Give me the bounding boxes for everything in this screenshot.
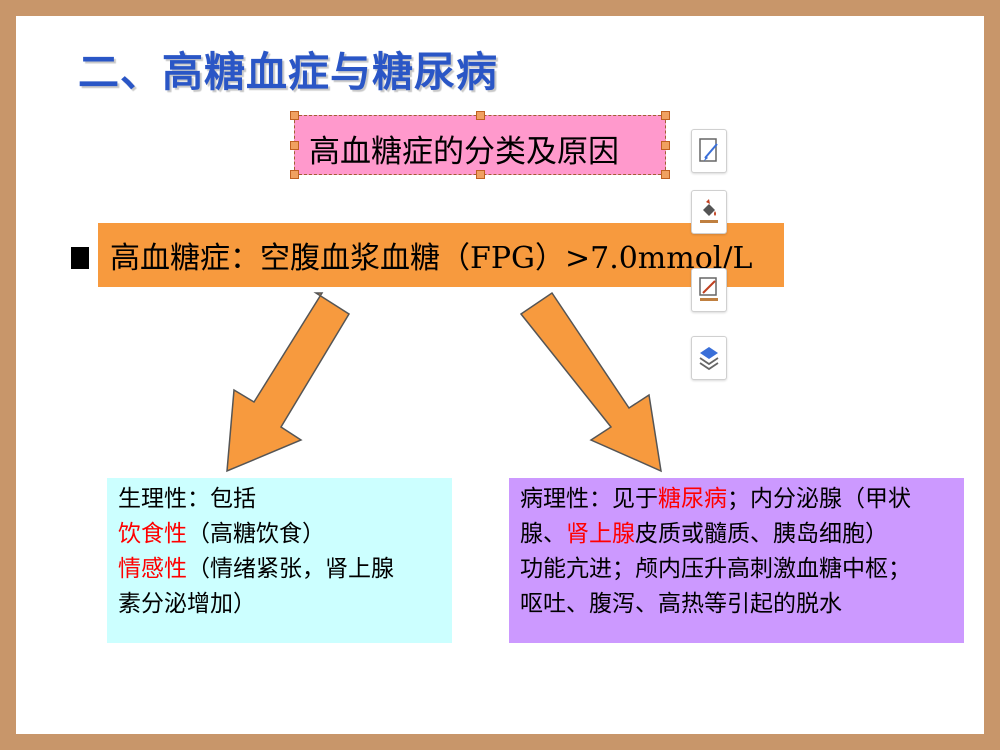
right-line-4: 呕吐、腹泻、高热等引起的脱水 bbox=[520, 591, 842, 617]
pathological-cause-box[interactable]: 病理性：见于糖尿病；内分泌腺（甲状 腺、肾上腺皮质或髓质、胰岛细胞） 功能亢进；… bbox=[509, 478, 964, 643]
resize-handle-right[interactable] bbox=[661, 141, 670, 150]
edit-text-button[interactable] bbox=[691, 129, 727, 173]
dietary-highlight: 饮食性 bbox=[118, 521, 187, 547]
outline-color-button[interactable] bbox=[691, 268, 727, 312]
slide: 二、高糖血症与糖尿病 高血糖症的分类及原因 高血糖症：空腹血浆血糖（FPG）>7… bbox=[16, 16, 984, 734]
outline-color-icon bbox=[699, 277, 718, 301]
emotional-highlight: 情感性 bbox=[118, 556, 187, 582]
resize-handle-top-right[interactable] bbox=[661, 111, 670, 120]
dietary-desc: （高糖饮食） bbox=[187, 521, 325, 547]
right-line-1: 病理性：见于糖尿病；内分泌腺（甲状 bbox=[520, 482, 964, 517]
layers-icon bbox=[699, 347, 719, 371]
physiological-cause-box[interactable]: 生理性：包括 饮食性（高糖饮食） 情感性（情绪紧张，肾上腺 素分泌增加） bbox=[107, 478, 452, 643]
left-line-2: 饮食性（高糖饮食） bbox=[118, 517, 452, 552]
cortex-text: 皮质或髓质、胰岛细胞） bbox=[635, 521, 888, 547]
bullet-square bbox=[71, 247, 89, 269]
gland-text: 腺、 bbox=[520, 521, 566, 547]
left-line-1: 生理性：包括 bbox=[118, 486, 256, 512]
fill-color-button[interactable] bbox=[691, 190, 727, 234]
right-line-3: 功能亢进；颅内压升高刺激血糖中枢； bbox=[520, 556, 911, 582]
edit-text-icon bbox=[699, 138, 718, 162]
layers-button[interactable] bbox=[691, 336, 727, 380]
resize-handle-bottom-right[interactable] bbox=[661, 170, 670, 179]
left-line-3: 情感性（情绪紧张，肾上腺 bbox=[118, 552, 452, 587]
pathological-label: 病理性：见于 bbox=[520, 486, 658, 512]
subtitle-textbox[interactable]: 高血糖症的分类及原因 bbox=[290, 111, 670, 179]
arrow-right bbox=[519, 291, 662, 473]
endocrine-text: ；内分泌腺（甲状 bbox=[727, 486, 911, 512]
resize-handle-top-left[interactable] bbox=[290, 111, 299, 120]
arrow-left bbox=[226, 292, 351, 473]
resize-handle-bottom[interactable] bbox=[476, 170, 485, 179]
diabetes-highlight: 糖尿病 bbox=[658, 486, 727, 512]
fill-color-icon bbox=[700, 199, 718, 223]
subtitle-text: 高血糖症的分类及原因 bbox=[309, 134, 619, 170]
right-line-2: 腺、肾上腺皮质或髓质、胰岛细胞） bbox=[520, 517, 964, 552]
definition-text: 高血糖症：空腹血浆血糖（FPG）>7.0mmol/L bbox=[110, 241, 753, 276]
slide-title: 二、高糖血症与糖尿病 bbox=[78, 48, 498, 96]
resize-handle-left[interactable] bbox=[290, 141, 299, 150]
resize-handle-bottom-left[interactable] bbox=[290, 170, 299, 179]
arrows-layer bbox=[226, 291, 662, 473]
left-line-4: 素分泌增加） bbox=[118, 591, 256, 617]
emotional-desc: （情绪紧张，肾上腺 bbox=[187, 556, 394, 582]
resize-handle-top[interactable] bbox=[476, 111, 485, 120]
adrenal-highlight: 肾上腺 bbox=[566, 521, 635, 547]
definition-box[interactable]: 高血糖症：空腹血浆血糖（FPG）>7.0mmol/L bbox=[98, 223, 784, 287]
